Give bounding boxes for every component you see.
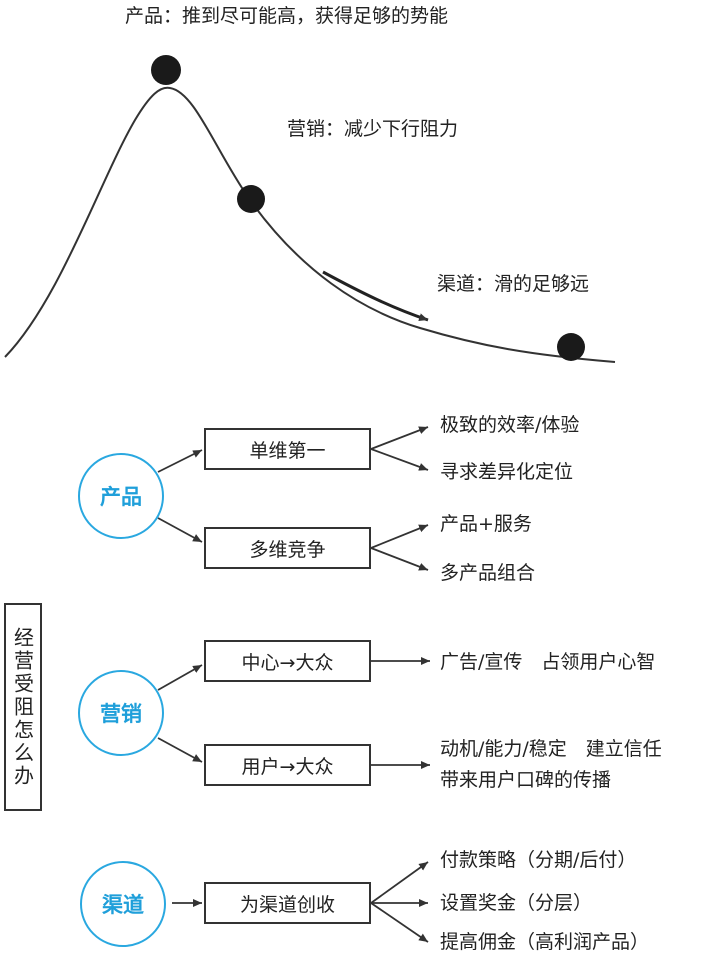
side-title: 经营受阻怎么办 bbox=[10, 626, 35, 788]
marketing-curve-label: 营销：减少下行阻力 bbox=[287, 118, 459, 140]
marketing-out-3: 带来用户口碑的传播 bbox=[440, 769, 612, 791]
marketing-box-center-label: 中心→大众 bbox=[241, 651, 334, 674]
arrow-box2-out1 bbox=[370, 524, 429, 549]
channel-out-1: 付款策略（分期/后付） bbox=[440, 849, 637, 871]
arrow-product-box2 bbox=[157, 517, 203, 543]
ball-slope bbox=[237, 185, 265, 213]
product-box-multi-label: 多维竞争 bbox=[249, 538, 326, 561]
arrow-marketing-box1 bbox=[157, 664, 203, 691]
channel-box-label: 为渠道创收 bbox=[239, 893, 335, 916]
marketing-circle: 营销 bbox=[78, 670, 164, 756]
ball-bottom bbox=[557, 333, 585, 361]
marketing-circle-label: 营销 bbox=[100, 702, 142, 726]
channel-out-2: 设置奖金（分层） bbox=[440, 892, 593, 914]
channel-circle: 渠道 bbox=[80, 861, 166, 947]
arrow-box1-out2 bbox=[370, 448, 429, 471]
product-circle: 产品 bbox=[78, 453, 164, 539]
arrow-marketing-box2 bbox=[157, 737, 203, 763]
channel-box: 为渠道创收 bbox=[204, 882, 371, 924]
product-out-4: 多产品组合 bbox=[440, 562, 536, 584]
arrow-product-box1 bbox=[157, 449, 203, 473]
side-title-box: 经营受阻怎么办 bbox=[4, 603, 42, 811]
marketing-out-1: 广告/宣传 占领用户心智 bbox=[440, 651, 656, 673]
arrow-box1-out1 bbox=[370, 426, 429, 450]
channel-circle-label: 渠道 bbox=[102, 893, 144, 917]
ball-top bbox=[151, 55, 181, 85]
marketing-box-user: 用户→大众 bbox=[204, 744, 371, 786]
arrow-box2-out2 bbox=[370, 547, 429, 571]
product-out-1: 极致的效率/体验 bbox=[440, 414, 580, 436]
product-box-single-label: 单维第一 bbox=[249, 439, 326, 462]
marketing-out-2: 动机/能力/稳定 建立信任 bbox=[440, 738, 662, 760]
product-curve-label: 产品：推到尽可能高，获得足够的势能 bbox=[125, 5, 449, 27]
product-box-single: 单维第一 bbox=[204, 428, 371, 470]
marketing-box-user-label: 用户→大众 bbox=[241, 755, 334, 778]
channel-curve-label: 渠道：滑的足够远 bbox=[437, 273, 590, 295]
arrow-cbox-out3 bbox=[370, 902, 429, 943]
marketing-box-center: 中心→大众 bbox=[204, 640, 371, 682]
product-circle-label: 产品 bbox=[100, 485, 142, 509]
hill-curve bbox=[4, 86, 616, 363]
product-box-multi: 多维竞争 bbox=[204, 527, 371, 569]
slide-arrow bbox=[322, 270, 429, 322]
arrow-cbox-out1 bbox=[370, 861, 429, 904]
channel-out-3: 提高佣金（高利润产品） bbox=[440, 931, 650, 953]
product-out-3: 产品+服务 bbox=[440, 513, 532, 535]
product-out-2: 寻求差异化定位 bbox=[440, 461, 574, 483]
